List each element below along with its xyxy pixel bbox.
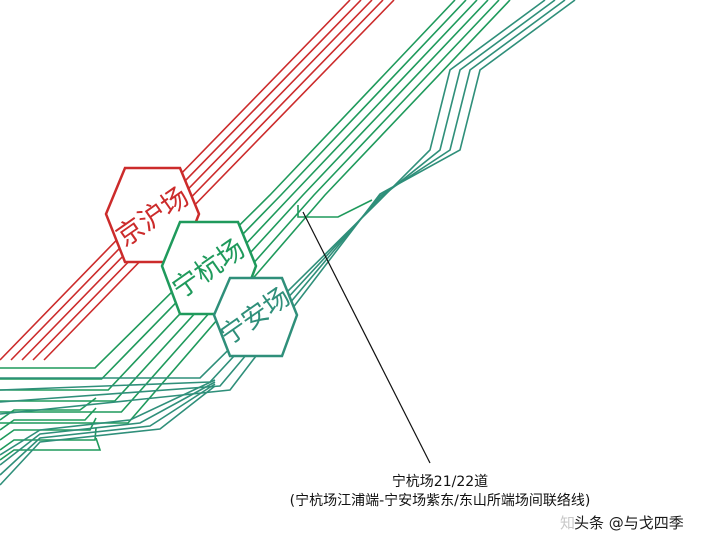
watermark: 知 头条 @与戈四季: [560, 512, 684, 533]
jinghu-track-line: [21, 0, 373, 361]
ningan-siding-line: [0, 383, 216, 476]
connector-line: [297, 199, 373, 218]
callout-leader-line: [302, 211, 431, 464]
ninghang-track-line: [0, 0, 511, 424]
ninghang-siding-line: [0, 407, 97, 431]
ningan-track-line: [0, 0, 546, 379]
ningan-siding-line: [0, 381, 216, 466]
ningan-siding-line: [0, 379, 216, 456]
ningan-tracks: [0, 0, 576, 486]
ningan-track-line: [0, 0, 556, 391]
jinghu-tracks: [0, 0, 395, 361]
ninghang-siding-line: [0, 397, 97, 421]
watermark-text: 头条 @与戈四季: [574, 514, 684, 532]
watermark-ghost-text: 知: [560, 514, 578, 532]
ningan-track-line: [0, 0, 566, 403]
ninghang-tracks: [0, 0, 511, 461]
ninghang-siding-line: [0, 437, 102, 461]
connector-track: [297, 199, 373, 218]
callout-title: 宁杭场21/22道: [391, 474, 489, 490]
ningan-siding-line: [0, 385, 216, 486]
jinghu-track-line: [43, 0, 395, 361]
ningan-yard-badge: 宁安场: [212, 276, 299, 358]
jinghu-track-line: [32, 0, 384, 361]
callout-description: (宁杭场江浦端-宁安场紫东/东山所端场间联络线): [289, 493, 591, 509]
ningan-track-line: [0, 0, 576, 415]
